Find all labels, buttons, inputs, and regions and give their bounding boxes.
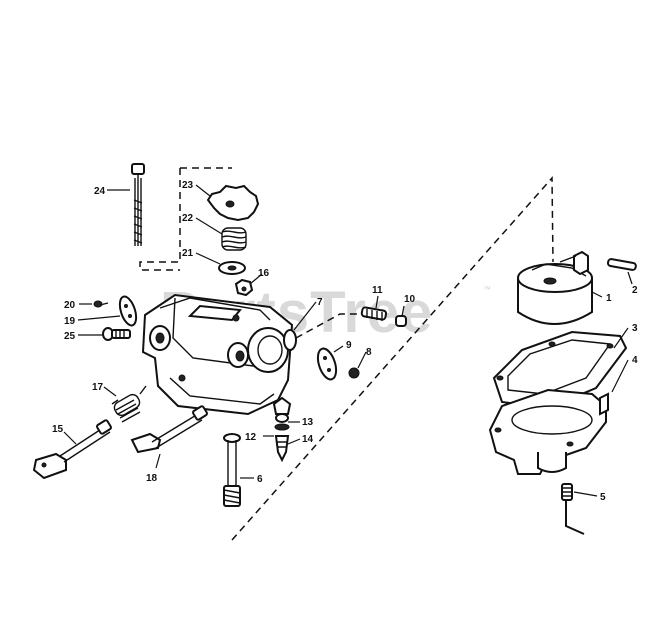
part-20-screw[interactable]: [93, 300, 109, 308]
callout-7: 7: [317, 297, 323, 308]
part-5-drain-screw[interactable]: [561, 483, 585, 535]
callout-8: 8: [366, 347, 372, 358]
part-24-screw[interactable]: [131, 163, 145, 246]
watermark-trademark: ™: [483, 285, 491, 294]
part-carburetor-body[interactable]: [141, 293, 297, 416]
part-16-nut[interactable]: [234, 278, 254, 297]
part-6-main-jet[interactable]: [223, 433, 241, 507]
callout-5: 5: [600, 492, 606, 503]
callout-19: 19: [64, 316, 76, 327]
callout-16: 16: [258, 268, 270, 279]
callout-2: 2: [632, 285, 638, 296]
part-22-spring[interactable]: [221, 227, 247, 251]
callout-15: 15: [52, 424, 64, 435]
callout-11: 11: [372, 285, 383, 296]
callout-25: 25: [64, 331, 76, 342]
callout-24: 24: [94, 186, 106, 197]
callout-13: 13: [302, 417, 314, 428]
callout-17: 17: [92, 382, 104, 393]
part-14-needle[interactable]: [274, 435, 290, 463]
callout-3: 3: [632, 323, 638, 334]
part-15-throttle-shaft[interactable]: [32, 419, 112, 480]
callout-18: 18: [146, 473, 158, 484]
callout-4: 4: [632, 355, 638, 366]
part-21-washer[interactable]: [218, 261, 246, 275]
assembly-dashed-line: [231, 176, 554, 541]
part-17-spring[interactable]: [111, 385, 147, 423]
leader-lines: [63, 184, 633, 497]
callout-labels: 1 2 3 4 5 6 7 8 9 10 11 12 13 14 15 16 1…: [52, 180, 638, 503]
callout-22: 22: [182, 213, 194, 224]
callout-21: 21: [182, 248, 194, 259]
part-13-valve-seat[interactable]: [272, 396, 292, 431]
assembly-bracket-upper: [139, 168, 181, 271]
part-25-screw[interactable]: [102, 327, 131, 341]
callout-6: 6: [257, 474, 263, 485]
callout-20: 20: [64, 300, 76, 311]
callout-23: 23: [182, 180, 194, 191]
part-11-pin[interactable]: [360, 306, 388, 321]
part-1-float[interactable]: [517, 250, 593, 325]
callout-14: 14: [302, 434, 314, 445]
part-2-float-pin[interactable]: [606, 258, 637, 271]
part-19-throttle-plate[interactable]: [117, 295, 140, 328]
assembly-link-11: [295, 313, 360, 339]
callout-1: 1: [606, 293, 612, 304]
part-23-gear[interactable]: [206, 184, 260, 222]
part-8-screw[interactable]: [348, 367, 360, 379]
callout-12: 12: [245, 432, 257, 443]
callout-10: 10: [404, 294, 416, 305]
part-9-choke-plate[interactable]: [314, 346, 339, 381]
part-18-choke-shaft[interactable]: [130, 405, 208, 454]
part-10-plug[interactable]: [395, 315, 407, 327]
callout-9: 9: [346, 340, 352, 351]
part-4-float-bowl[interactable]: [488, 388, 609, 475]
